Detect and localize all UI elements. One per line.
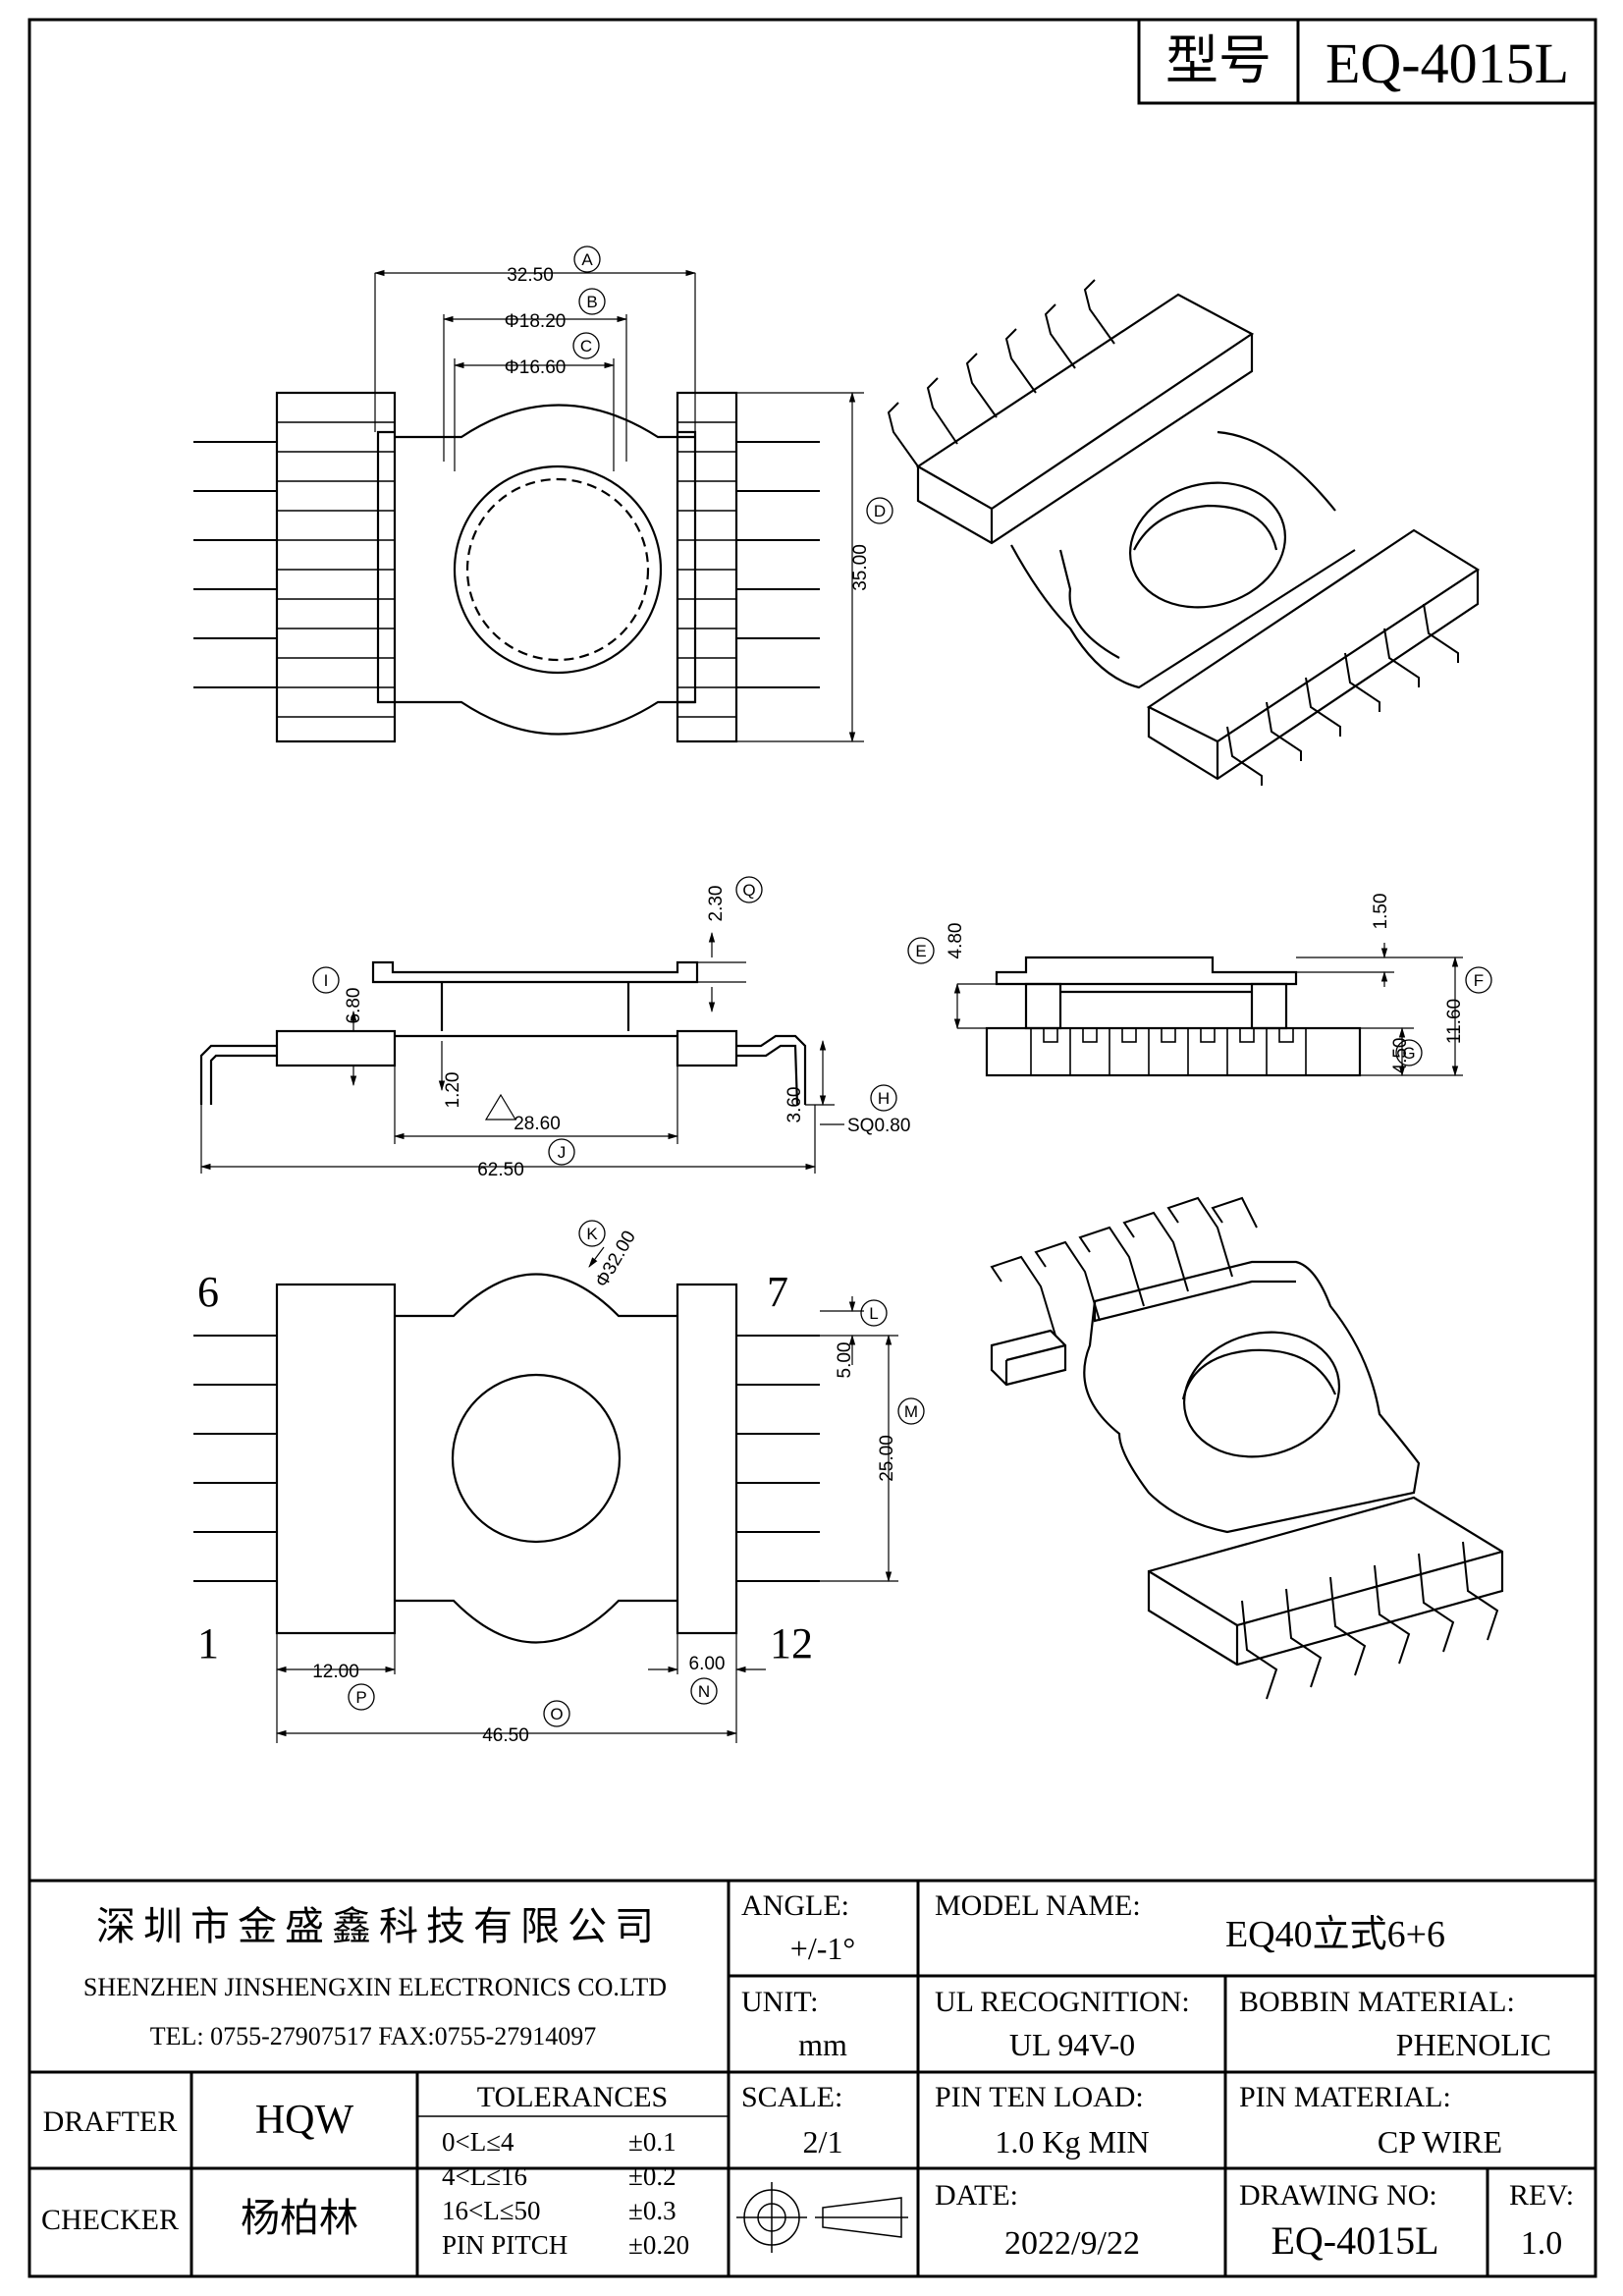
pin-number-1: 1 — [197, 1619, 219, 1667]
isometric-view-top — [887, 279, 1481, 786]
dim-o: 46.50 — [482, 1725, 529, 1746]
pin-size: SQ0.80 — [847, 1116, 910, 1136]
label-j: J — [558, 1143, 567, 1162]
rev-value: 1.0 — [1521, 2225, 1563, 2262]
checker-value: 杨柏林 — [241, 2196, 358, 2240]
date-label: DATE: — [935, 2179, 1018, 2212]
core-inner-circle — [465, 477, 650, 662]
bobbin-material-value: PHENOLIC — [1396, 2027, 1551, 2062]
tolerance-value-0: ±0.1 — [628, 2127, 676, 2157]
dim-d: 35.00 — [850, 544, 871, 591]
projection-symbol — [736, 2182, 908, 2253]
end-view — [953, 943, 1463, 1077]
drawing-no-value: EQ-4015L — [1271, 2218, 1438, 2263]
scale-value: 2/1 — [803, 2124, 843, 2159]
tolerance-range-2: 16<L≤50 — [442, 2196, 541, 2225]
label-n: N — [698, 1682, 710, 1701]
model-name-label: MODEL NAME: — [935, 1889, 1141, 1922]
dim-g: 4.50 — [1390, 1038, 1411, 1074]
sheet-border — [27, 18, 1597, 2278]
dim-f: 11.60 — [1444, 999, 1465, 1044]
tolerance-range-1: 4<L≤16 — [442, 2161, 527, 2191]
top-view — [193, 269, 864, 743]
dim-1-50: 1.50 — [1371, 894, 1391, 930]
label-c: C — [580, 337, 592, 355]
label-d: D — [874, 502, 886, 520]
label-m: M — [904, 1402, 918, 1421]
dim-c: Φ16.60 — [505, 357, 567, 378]
label-e: E — [915, 942, 926, 960]
angle-label: ANGLE: — [741, 1889, 849, 1922]
bottom-core-circle — [451, 1373, 622, 1544]
left-flange — [275, 391, 397, 743]
title-block — [29, 1879, 1596, 2276]
label-q: Q — [742, 881, 755, 900]
pin-number-12: 12 — [770, 1619, 813, 1667]
tolerance-value-1: ±0.2 — [628, 2161, 676, 2191]
label-p: P — [355, 1688, 366, 1707]
isometric-view-bottom — [990, 1196, 1504, 1700]
model-value: EQ-4015L — [1325, 31, 1569, 95]
label-a: A — [581, 250, 593, 269]
date-value: 2022/9/22 — [1004, 2225, 1140, 2262]
label-l: L — [869, 1304, 878, 1323]
rev-label: REV: — [1509, 2179, 1574, 2212]
tolerance-range-3: PIN PITCH — [442, 2230, 568, 2260]
dim-p: 12.00 — [312, 1662, 359, 1682]
core-outer-circle — [453, 465, 663, 675]
dim-k: Φ32.00 — [591, 1228, 640, 1291]
model-name-value: EQ40立式6+6 — [1225, 1914, 1445, 1955]
label-o: O — [550, 1705, 563, 1723]
drafter-label: DRAFTER — [43, 2105, 178, 2138]
company-contact: TEL: 0755-27907517 FAX:0755-27914097 — [150, 2022, 597, 2050]
pin-load-value: 1.0 Kg MIN — [995, 2124, 1149, 2159]
dim-l: 5.00 — [835, 1342, 855, 1379]
dim-e: 4.80 — [946, 923, 966, 959]
checker-label: CHECKER — [41, 2204, 179, 2236]
label-f: F — [1474, 971, 1484, 990]
pin-number-6: 6 — [197, 1268, 219, 1316]
drawing-no-label: DRAWING NO: — [1239, 2179, 1437, 2212]
ul-value: UL 94V-0 — [1009, 2027, 1135, 2062]
unit-label: UNIT: — [741, 1986, 819, 2018]
right-flange — [676, 391, 738, 743]
company-name-en: SHENZHEN JINSHENGXIN ELECTRONICS CO.LTD — [83, 1973, 667, 2001]
pin-number-7: 7 — [767, 1268, 788, 1316]
tolerance-value-2: ±0.3 — [628, 2196, 676, 2225]
side-view — [199, 931, 844, 1174]
pin-load-label: PIN TEN LOAD: — [935, 2081, 1144, 2113]
dim-n: 6.00 — [689, 1654, 726, 1674]
bottom-view — [193, 1246, 898, 1743]
angle-value: +/-1° — [790, 1931, 855, 1966]
label-i: I — [324, 971, 329, 990]
dim-b: Φ18.20 — [505, 311, 567, 332]
dim-h: 3.60 — [784, 1087, 805, 1123]
bobbin-material-label: BOBBIN MATERIAL: — [1239, 1986, 1515, 2018]
company-name-cn: 深圳市金盛鑫科技有限公司 — [96, 1904, 662, 1948]
dim-1-20: 1.20 — [443, 1072, 463, 1109]
ul-label: UL RECOGNITION: — [935, 1986, 1190, 2018]
scale-label: SCALE: — [741, 2081, 842, 2113]
dim-m: 25.00 — [877, 1435, 897, 1482]
tolerance-range-0: 0<L≤4 — [442, 2127, 514, 2157]
model-label: 型号 — [1165, 31, 1271, 90]
drafter-value: HQW — [255, 2098, 354, 2143]
label-g: G — [1402, 1044, 1415, 1063]
dim-q: 2.30 — [706, 886, 727, 922]
dim-a: 32.50 — [507, 265, 554, 286]
pin-material-label: PIN MATERIAL: — [1239, 2081, 1451, 2113]
label-k: K — [586, 1225, 598, 1243]
label-b: B — [586, 293, 597, 311]
dim-j-inner: 28.60 — [514, 1114, 561, 1134]
tolerances-label: TOLERANCES — [477, 2081, 668, 2113]
pin-material-value: CP WIRE — [1378, 2124, 1502, 2159]
label-h: H — [878, 1089, 890, 1108]
model-header: 型号 EQ-4015L — [1137, 18, 1597, 105]
dim-i: 6.80 — [344, 988, 364, 1024]
dim-j: 62.50 — [477, 1160, 524, 1180]
unit-value: mm — [798, 2027, 847, 2062]
tolerance-value-3: ±0.20 — [628, 2230, 689, 2260]
